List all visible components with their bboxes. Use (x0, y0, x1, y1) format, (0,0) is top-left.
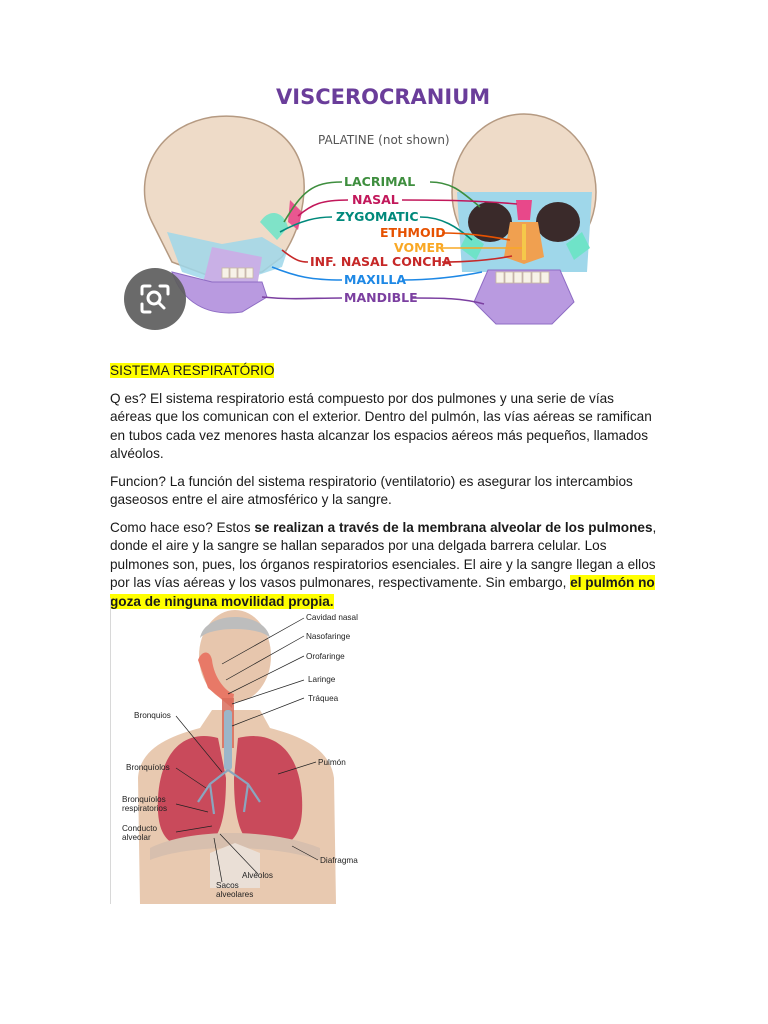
palatine-note: PALATINE (not shown) (318, 133, 450, 147)
lateral-skull (143, 115, 305, 314)
label-conducto-1: Conducto (122, 824, 157, 833)
label-vomer: VOMER (394, 240, 445, 255)
figure-title: VISCEROCRANIUM (276, 85, 490, 109)
label-zygomatic: ZYGOMATIC (336, 209, 419, 224)
paragraph-funcion: Funcion? La función del sistema respirat… (110, 473, 633, 508)
label-traquea: Tráquea (308, 694, 339, 703)
label-sacos-1: Sacos (216, 881, 239, 890)
paragraph-como-hace: Como hace eso? Estos se realizan a travé… (110, 519, 657, 609)
label-diafragma: Diafragma (320, 856, 358, 865)
paragraph-q-es: Q es? El sistema respiratorio está compu… (110, 390, 652, 462)
frontal-skull (451, 113, 597, 325)
label-laringe: Laringe (308, 675, 336, 684)
document-body: SISTEMA RESPIRATÓRIO Q es? El sistema re… (110, 362, 658, 620)
label-pulmon: Pulmón (318, 758, 346, 767)
label-alveolos: Alvéolos (242, 871, 273, 880)
label-cavidad-nasal: Cavidad nasal (306, 613, 358, 622)
label-bronquiolos-resp-1: Bronquíolos (122, 795, 166, 804)
image-search-button[interactable] (124, 268, 186, 330)
label-bronquiolos: Bronquíolos (126, 763, 170, 772)
label-lacrimal: LACRIMAL (344, 174, 415, 189)
label-orofaringe: Orofaringe (306, 652, 345, 661)
label-mandible: MANDIBLE (344, 290, 418, 305)
respiratory-illustration: Cavidad nasal Nasofaringe Orofaringe Lar… (122, 610, 358, 904)
image-search-icon (140, 284, 170, 314)
label-inf-nasal-concha: INF. NASAL CONCHA (310, 254, 452, 269)
label-nasofaringe: Nasofaringe (306, 632, 351, 641)
label-sacos-2: alveolares (216, 890, 253, 899)
label-ethmoid: ETHMOID (380, 225, 446, 240)
label-bronquios: Bronquios (134, 711, 171, 720)
label-maxilla: MAXILLA (344, 272, 406, 287)
viscerocranium-figure: VISCEROCRANIUM PALATINE (not shown) (143, 85, 597, 325)
label-bronquiolos-resp-2: respiratorios (122, 804, 167, 813)
label-conducto-2: alveolar (122, 833, 151, 842)
label-nasal: NASAL (352, 192, 399, 207)
respiratory-system-figure: Cavidad nasal Nasofaringe Orofaringe Lar… (110, 598, 370, 904)
section-heading: SISTEMA RESPIRATÓRIO (110, 363, 275, 378)
